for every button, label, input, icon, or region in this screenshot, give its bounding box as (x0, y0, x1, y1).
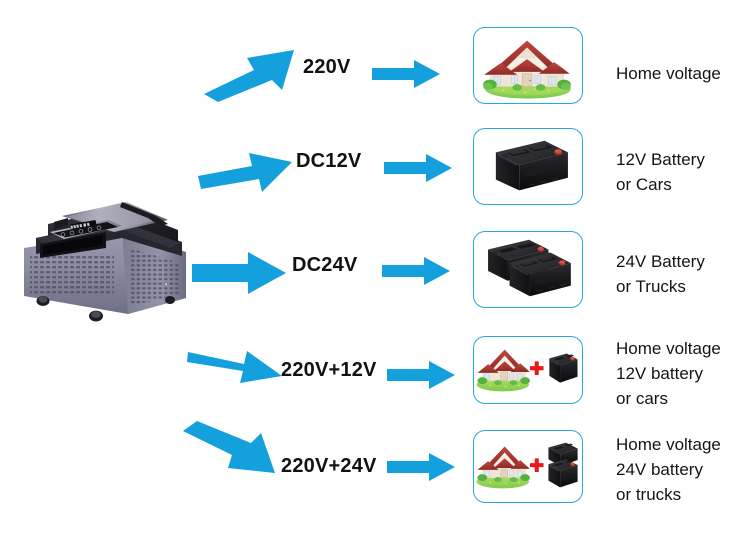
description-line: Home voltage (616, 339, 721, 358)
description-line: or cars (616, 389, 668, 408)
house-plus-battery-image (473, 336, 583, 404)
voltage-label-220v: 220V (303, 56, 351, 78)
right-arrow-icon (382, 256, 450, 286)
horizontal-arrow-icon (190, 242, 290, 304)
right-arrow-icon (372, 59, 440, 89)
right-arrow-icon (384, 153, 452, 183)
description-220v: Home voltage (616, 61, 721, 86)
product-image (10, 186, 200, 328)
plus-sign (529, 458, 544, 472)
slight-down-arrow-icon (186, 332, 286, 394)
slight-up-arrow-icon (196, 142, 296, 204)
description-line: Home voltage (616, 64, 721, 83)
diagonal-down-arrow-icon (181, 417, 281, 479)
diagonal-up-arrow-icon (202, 42, 302, 104)
right-arrow-icon (387, 452, 455, 482)
description-220v-12v: Home voltage 12V battery or cars (616, 336, 721, 411)
description-dc24v: 24V Battery or Trucks (616, 249, 705, 299)
voltage-label-220v-24v: 220V+24V (281, 455, 377, 477)
description-line: 12V battery (616, 364, 703, 383)
house-image (473, 27, 583, 104)
description-line: 12V Battery (616, 150, 705, 169)
description-dc12v: 12V Battery or Cars (616, 147, 705, 197)
voltage-label-dc12v: DC12V (296, 150, 362, 172)
right-arrow-icon (387, 360, 455, 390)
house-plus-two-batteries-image (473, 430, 583, 503)
description-line: 24V Battery (616, 252, 705, 271)
description-220v-24v: Home voltage 24V battery or trucks (616, 432, 721, 507)
voltage-label-220v-12v: 220V+12V (281, 359, 377, 381)
description-line: or trucks (616, 485, 682, 504)
description-line: Home voltage (616, 435, 721, 454)
voltage-label-dc24v: DC24V (292, 254, 358, 276)
double-battery-image (473, 231, 583, 308)
plus-sign (529, 361, 544, 375)
description-line: or Cars (616, 175, 672, 194)
description-line: or Trucks (616, 277, 686, 296)
single-battery-image (473, 128, 583, 205)
description-line: 24V battery (616, 460, 703, 479)
